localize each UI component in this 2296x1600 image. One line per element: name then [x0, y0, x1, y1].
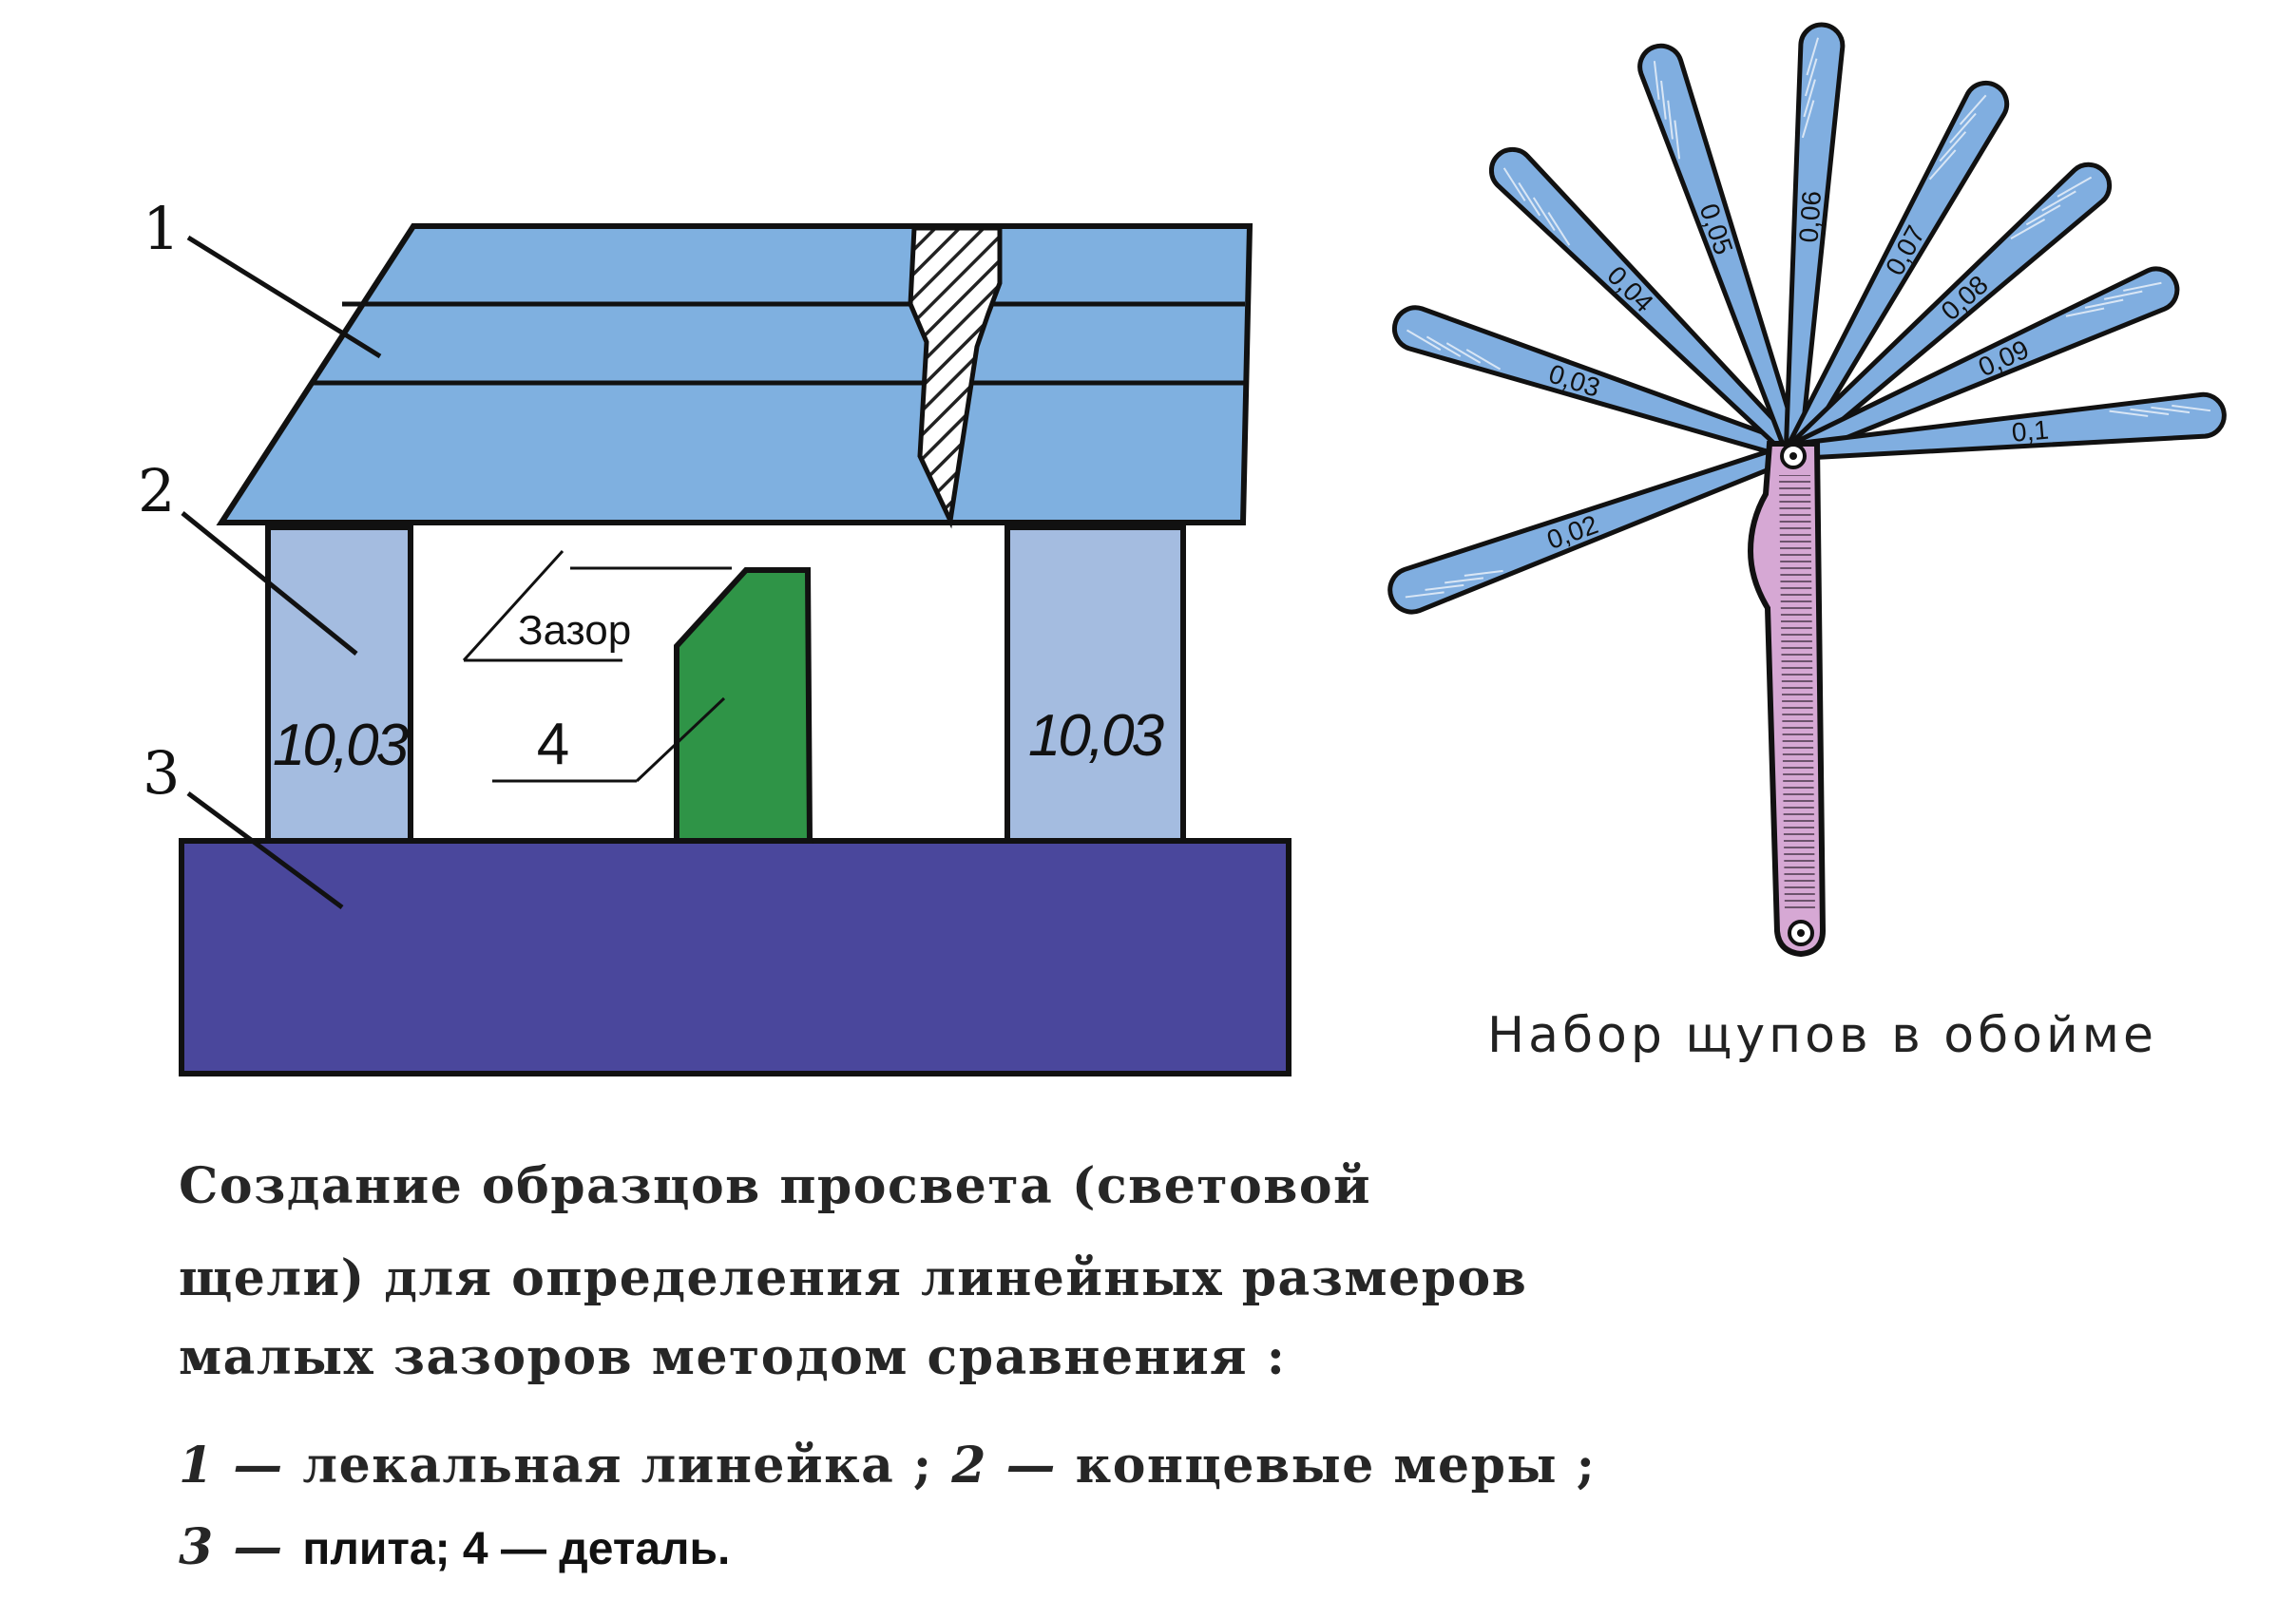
gauge-block-left	[265, 524, 413, 844]
blade-engraving	[1804, 58, 1818, 97]
blade-engraving	[2123, 281, 2162, 292]
blade-engraving	[1547, 212, 1571, 246]
feeler-blade: 0,1	[1789, 391, 2227, 462]
callout-3-leader	[186, 790, 344, 910]
legend-line-2: 3 — плита; 4 — деталь.	[179, 1518, 730, 1576]
blade-engraving	[1425, 583, 1464, 591]
plate	[179, 838, 1292, 1076]
part	[674, 567, 813, 844]
feeler-blade: 0,06	[1783, 22, 1846, 455]
blade-engraving	[1660, 80, 1667, 120]
blade-engraving	[2130, 408, 2170, 416]
feeler-blade-label: 0,03	[1545, 359, 1603, 403]
feeler-set-title: Набор щупов в обойме	[1487, 1007, 2158, 1064]
blade-engraving	[1674, 120, 1681, 160]
blade-engraving	[1928, 149, 1957, 181]
blade-engraving	[1653, 61, 1660, 100]
blade-engraving	[1518, 181, 1541, 217]
blade-engraving	[2025, 204, 2061, 226]
callout-2-leader	[181, 511, 358, 656]
blade-engraving	[2103, 290, 2143, 300]
gap-leader-diagonal	[462, 549, 564, 662]
blade-engraving	[1445, 342, 1482, 364]
blade-engraving	[2151, 406, 2191, 414]
blade-engraving	[1801, 100, 1815, 139]
legend-num-3: 3 —	[179, 1518, 284, 1576]
blade-engraving	[2057, 176, 2093, 198]
blade-engraving	[2010, 218, 2046, 239]
gauge-block-left-label: 10,03	[273, 713, 409, 778]
blade-engraving	[1803, 79, 1816, 118]
callout-3: 3	[143, 738, 180, 808]
blade-engraving	[1806, 37, 1819, 76]
gauge-block-right-label: 10,03	[1028, 703, 1164, 769]
gap-label: Зазор	[518, 607, 631, 654]
blade-engraving	[2084, 298, 2124, 309]
part-number-leader	[635, 696, 726, 783]
blade-engraving	[1502, 167, 1526, 201]
blade-engraving	[1667, 100, 1674, 140]
feeler-blade: 0,05	[1637, 43, 1804, 457]
legend-line-1: 1 — лекальная линейка ; 2 — концевые мер…	[179, 1437, 1596, 1495]
feeler-blade-label: 0,1	[2011, 415, 2050, 448]
callout-1-leader	[186, 235, 382, 359]
blade-engraving	[1445, 577, 1484, 584]
gauge-block-right	[1004, 524, 1186, 844]
blade-engraving	[1939, 131, 1967, 162]
legend-text-1: лекальная линейка ;	[302, 1437, 933, 1495]
ruler-section-hatch	[908, 225, 1003, 529]
blade-engraving	[1464, 569, 1503, 577]
blade-engraving	[2172, 404, 2211, 412]
blade-engraving	[1405, 591, 1445, 599]
legend-num-1: 1 —	[179, 1437, 284, 1495]
feeler-blade-label: 0,06	[1793, 190, 1827, 244]
blade-engraving	[1959, 94, 1987, 125]
caption-line-3: малых зазоров методом сравнения :	[179, 1328, 1287, 1386]
blade-engraving	[1425, 335, 1462, 357]
caption-line-2: щели) для определения линейных размеров	[179, 1249, 1528, 1307]
callout-1: 1	[143, 194, 180, 263]
callout-2: 2	[138, 456, 175, 525]
legend-text-2: концевые меры ;	[1075, 1437, 1597, 1495]
feeler-blade: 0,02	[1387, 441, 1799, 615]
legend-num-2: 2 —	[951, 1437, 1058, 1495]
blade-engraving	[1949, 112, 1977, 143]
blade-engraving	[1465, 349, 1502, 371]
part-number: 4	[537, 712, 569, 777]
blade-engraving	[2109, 410, 2149, 417]
blade-engraving	[1532, 197, 1556, 232]
feeler-blade: 0,09	[1787, 266, 2180, 462]
feeler-holder	[1747, 441, 1827, 958]
legend-text-3: плита; 4 — деталь.	[302, 1524, 731, 1574]
blade-engraving	[1406, 329, 1442, 352]
caption-line-1: Создание образцов просвета (световой	[179, 1157, 1372, 1215]
blade-engraving	[2041, 190, 2076, 212]
straight-edge-ruler	[216, 223, 1253, 525]
blade-engraving	[2065, 307, 2105, 317]
